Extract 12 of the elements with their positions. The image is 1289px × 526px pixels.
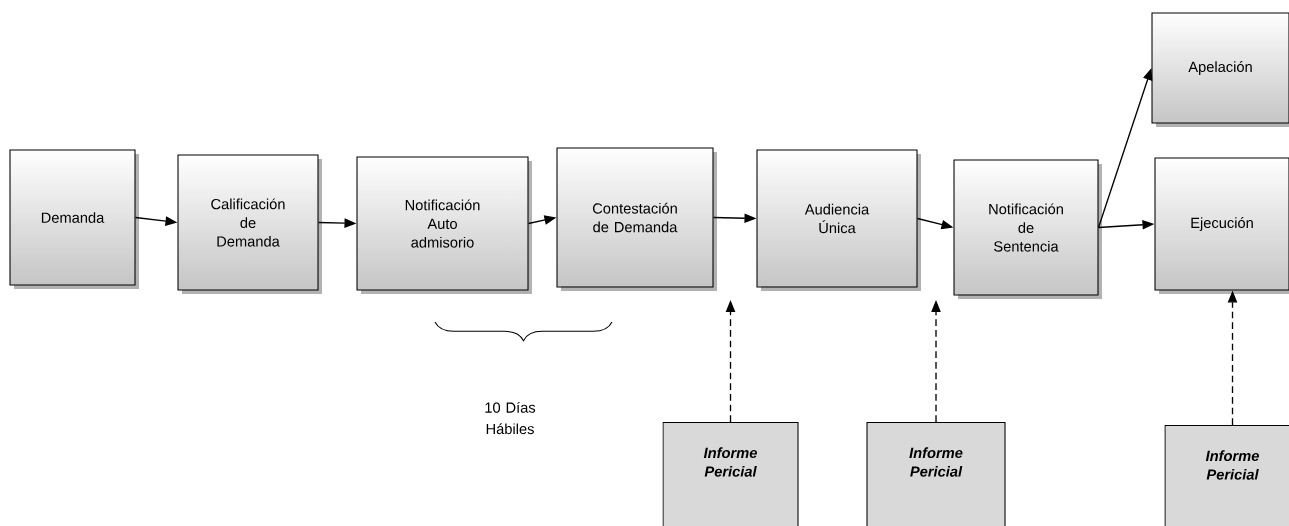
- process-box: Calificación de Demanda: [177, 154, 322, 294]
- report-box: Informe Pericial: [866, 422, 1006, 526]
- report-box: Informe Pericial: [1164, 425, 1289, 526]
- process-box: Apelación: [1151, 12, 1289, 127]
- process-box: Notificación Auto admisorio: [356, 156, 532, 294]
- process-box: Notificación de Sentencia: [953, 159, 1102, 299]
- report-box: Informe Pericial: [662, 422, 799, 526]
- process-box: Audiencia Única: [756, 149, 921, 291]
- duration-label: 10 Días Hábiles: [485, 401, 536, 435]
- process-box: Contestación de Demanda: [556, 147, 717, 291]
- process-box: Demanda: [9, 149, 139, 289]
- process-box: Ejecución: [1154, 157, 1289, 294]
